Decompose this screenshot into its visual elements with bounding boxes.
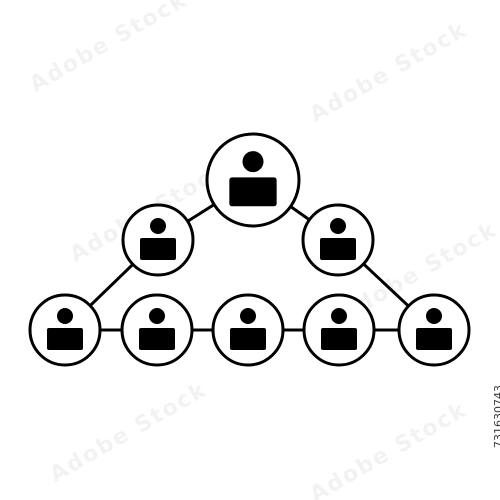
person-icon [140, 218, 176, 260]
person-icon [230, 308, 266, 350]
node-bottom-2 [120, 293, 194, 367]
node-bottom-4 [302, 293, 376, 367]
person-icon [416, 308, 452, 350]
stock-id-label: 731630743 [492, 385, 500, 448]
person-icon [229, 151, 277, 207]
person-icon [139, 308, 175, 350]
node-bottom-5 [397, 293, 471, 367]
person-icon [320, 218, 356, 260]
node-bottom-1 [28, 293, 102, 367]
node-mid-right [301, 203, 375, 277]
node-top [205, 132, 301, 228]
person-icon [47, 308, 83, 350]
person-icon [321, 308, 357, 350]
node-mid-left [121, 203, 195, 277]
node-bottom-3 [211, 293, 285, 367]
person-nodes [28, 132, 471, 367]
